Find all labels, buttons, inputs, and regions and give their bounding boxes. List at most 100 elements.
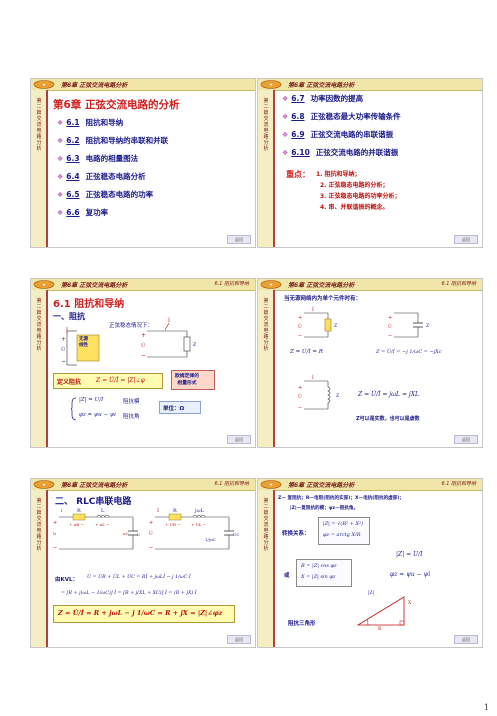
svg-text:−: −	[141, 352, 146, 359]
definition-box: 定义阻抗 Z = U̇/İ = |Z|∠φ	[53, 373, 163, 389]
triangle-label: 阻抗三角形	[288, 621, 316, 627]
svg-text:Z: Z	[334, 323, 337, 329]
return-button[interactable]: 返回	[227, 435, 251, 444]
return-button[interactable]: 返回	[227, 635, 251, 644]
logo-icon: ✦	[33, 280, 55, 289]
svg-text:✦: ✦	[42, 83, 46, 89]
chapter-title: 第6章 正弦交流电路的分析	[53, 99, 180, 111]
svg-text:C: C	[137, 532, 140, 537]
convert-label: 转换关系：	[282, 531, 310, 537]
triangle-r-label: R	[378, 627, 382, 632]
logo-icon: ✦	[260, 280, 282, 289]
capacitor-formula: Z = U̇/İ = −j 1/ωC = −jXc	[376, 349, 442, 355]
capacitor-circuit-diagram: + U̇ − Z	[388, 312, 429, 339]
svg-text:u: u	[53, 532, 56, 537]
return-button[interactable]: 返回	[454, 635, 478, 644]
svg-text:U̇: U̇	[298, 393, 302, 400]
ohms-law-note: 欧姆定律的 相量形式	[171, 370, 215, 390]
key-point: 2. 正弦稳态电路的分析；	[320, 182, 389, 189]
svg-text:✦: ✦	[42, 283, 46, 289]
logo-icon: ✦	[33, 480, 55, 489]
slide-6: ✦ 第6章 正弦交流电路分析 6.1 阻抗和导纳 第二篇 交流电路分析 Z— 复…	[257, 478, 483, 648]
svg-text:U̇C: U̇C	[233, 532, 239, 537]
return-button[interactable]: 返回	[454, 435, 478, 444]
side-bar: 第二篇 交流电路分析	[31, 290, 48, 447]
header-title: 第6章 正弦交流电路分析	[61, 82, 128, 89]
impedance-triangle-diagram	[356, 596, 405, 626]
kvl-label: 由KVL：	[55, 577, 79, 583]
definition-line-2: |Z|—复阻抗的模；φz—阻抗角。	[290, 506, 359, 511]
triangle-hypotenuse-label: |Z|	[368, 591, 375, 596]
def-label: 定义阻抗	[57, 379, 82, 386]
svg-text:Z: Z	[336, 393, 339, 399]
svg-text:L: L	[101, 508, 105, 514]
slide-1: ✦ 第6章 正弦交流电路分析 第二篇 交流电路分析 第6章 正弦交流电路的分析 …	[30, 78, 256, 248]
inductor-formula: Z = U̇/İ = jωL = jXL	[358, 391, 419, 398]
side-divider	[273, 490, 275, 647]
diamond-bullet-icon: ❖	[282, 131, 289, 139]
svg-text:+: +	[61, 336, 66, 343]
side-divider	[46, 290, 48, 447]
key-label: 重点：	[286, 170, 310, 179]
return-button[interactable]: 返回	[227, 235, 251, 244]
svg-text:R: R	[77, 508, 81, 514]
svg-text:uC: uC	[123, 531, 129, 536]
svg-text:1/jωC: 1/jωC	[205, 537, 216, 542]
svg-text:+: +	[53, 520, 57, 526]
svg-text:U̇: U̇	[149, 530, 153, 537]
side-text: 第二篇 交流电路分析	[263, 298, 269, 352]
svg-text:+: +	[141, 332, 146, 339]
slide-header: ✦ 第6章 正弦交流电路分析	[31, 79, 255, 91]
diamond-bullet-icon: ❖	[57, 209, 64, 217]
header-title: 第6章 正弦交流电路分析	[288, 482, 355, 489]
svg-text:✦: ✦	[42, 483, 46, 489]
slide-header: ✦ 第6章 正弦交流电路分析 6.1 阻抗和导纳	[258, 279, 482, 291]
svg-text:U̇: U̇	[388, 323, 392, 330]
svg-text:U̇: U̇	[61, 346, 65, 353]
diamond-bullet-icon: ❖	[282, 149, 289, 157]
return-button[interactable]: 返回	[454, 235, 478, 244]
svg-text:i: i	[61, 508, 63, 514]
convert-box-1: |Z| = √(R² + X²) φz = arctg X/R	[318, 517, 370, 545]
intro-text: 当无源网络内为单个元件时有：	[284, 296, 362, 302]
slide-4: ✦ 第6章 正弦交流电路分析 6.1 阻抗和导纳 第二篇 交流电路分析 当无源网…	[257, 278, 483, 448]
slide-title: 二、 RLC串联电路	[55, 497, 132, 507]
side-text: 第二篇 交流电路分析	[36, 298, 42, 352]
diamond-bullet-icon: ❖	[57, 191, 64, 199]
diamond-bullet-icon: ❖	[57, 173, 64, 181]
rlc-phasor-circuit-diagram: R jωL İ + U̇ − + U̇R − + U̇L − 1/jωC U̇C	[149, 507, 239, 551]
svg-text:Z: Z	[426, 323, 429, 329]
inductor-circuit-diagram: + U̇ − Z İ	[298, 374, 339, 411]
svg-text:✦: ✦	[269, 483, 273, 489]
side-text: 第二篇 交流电路分析	[263, 498, 269, 552]
note-text: Z可以是实数，也可以是虚数	[356, 416, 420, 422]
mod-formula: |Z| = U/I	[79, 397, 104, 403]
impedance-circuit-diagram: İ + U̇ −	[141, 317, 191, 359]
svg-text:jωL: jωL	[194, 508, 205, 514]
rlc-time-circuit-diagram: R L i + u − + uR − + uL − uC C	[53, 508, 140, 551]
side-text: 第二篇 交流电路分析	[36, 498, 42, 552]
header-section: 6.1 阻抗和导纳	[214, 481, 249, 487]
header-title: 第6章 正弦交流电路分析	[288, 282, 355, 289]
page-number: 1	[483, 703, 489, 712]
ang-label: 阻抗角	[123, 414, 140, 420]
slide-title: 6.1 阻抗和导纳	[53, 299, 125, 310]
side-divider	[46, 90, 48, 247]
unit-box: 单位：Ω	[159, 401, 201, 414]
svg-text:−: −	[298, 333, 302, 339]
svg-text:+ U̇L −: + U̇L −	[191, 522, 206, 527]
modulus-relation: |Z| = U/I	[396, 551, 423, 558]
logo-icon: ✦	[260, 480, 282, 489]
svg-text:U̇: U̇	[141, 342, 145, 349]
subtitle: 一、阻抗	[53, 312, 85, 321]
